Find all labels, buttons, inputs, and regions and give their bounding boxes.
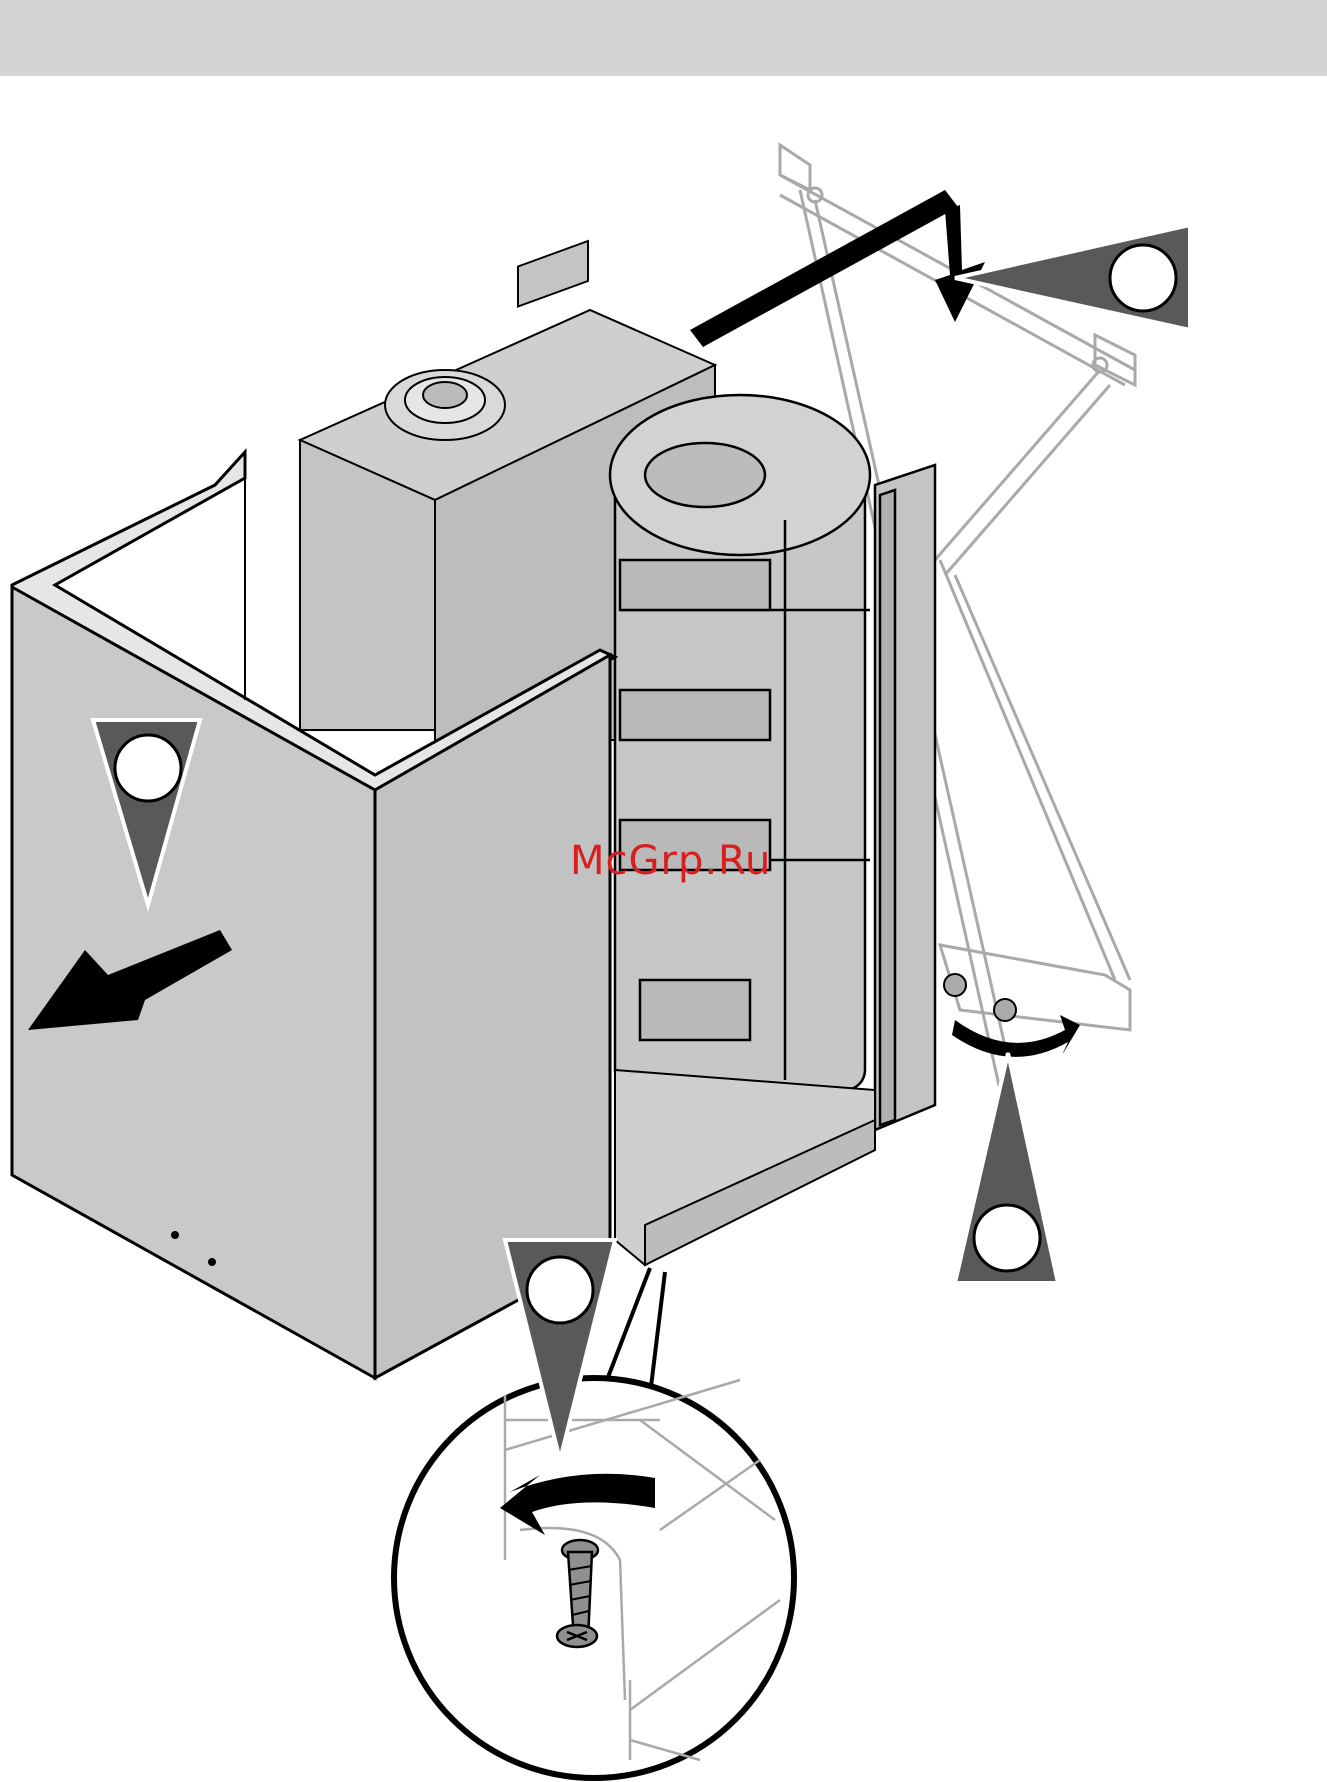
watermark: McGrp.Ru xyxy=(570,838,771,884)
water-tank xyxy=(610,395,870,1090)
right-side-panel xyxy=(875,465,935,1130)
step-2-marker xyxy=(955,1053,1058,1283)
bottom-tray xyxy=(615,1070,875,1265)
magnifier-circle-icon xyxy=(394,1378,794,1778)
rotate-arrow-icon xyxy=(944,974,1080,1057)
lift-bar xyxy=(690,190,958,347)
step-4-marker xyxy=(955,225,1190,330)
